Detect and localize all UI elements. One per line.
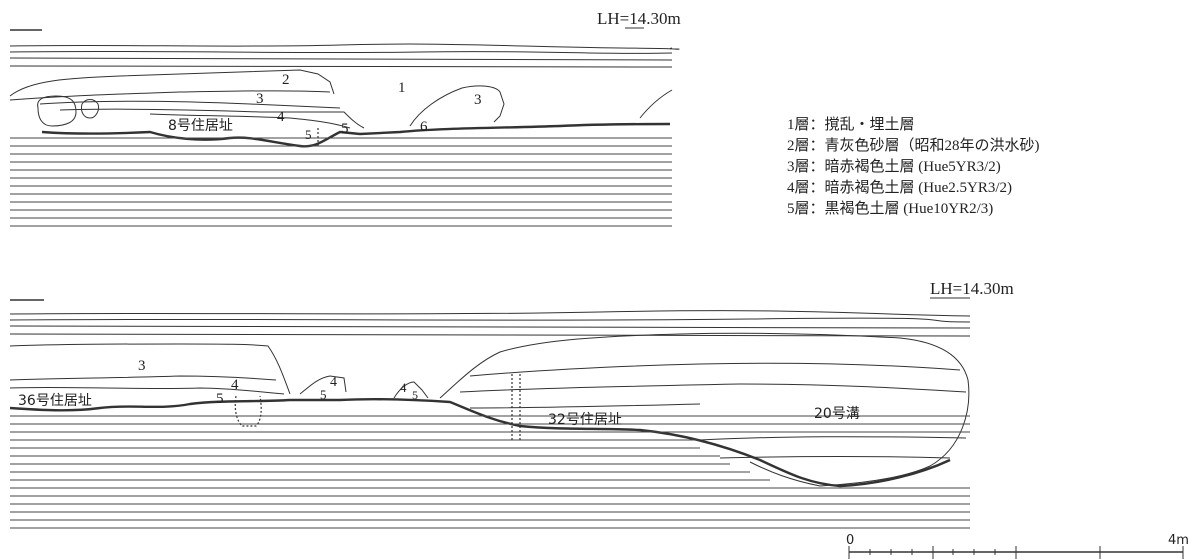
- legend-item: 1層：撹乱・埋土層: [787, 116, 915, 133]
- scale-bar-end-label: 4m: [1168, 533, 1189, 548]
- section-2-layer-boundary: [9, 375, 277, 381]
- section-1-layer-number: 2: [282, 72, 290, 88]
- legend-item: 4層：暗赤褐色土層 (Hue2.5YR3/2): [787, 179, 1012, 196]
- section-2-layer-4-mound: [299, 375, 347, 395]
- section-2-ditch-fill-line: [469, 403, 701, 409]
- section-1-layer-boundary: [59, 108, 365, 129]
- section-2-feature-label: 36号住居址: [18, 393, 92, 409]
- section-2-layer-number: 5: [216, 391, 224, 407]
- section-1-layer-number: 5: [305, 127, 312, 142]
- section-2-layer-3-block: [9, 343, 291, 395]
- section-1-layer-boundary: [149, 113, 351, 129]
- legend-item: 5層：黒褐色土層 (Hue10YR2/3): [787, 200, 993, 217]
- section-2-ditch-outline: [439, 332, 970, 487]
- section-2-feature-label: 32号住居址: [548, 412, 622, 428]
- section-2-ditch-fill-line: [459, 383, 967, 393]
- section-2-layer-number: 4: [231, 377, 239, 393]
- section-1-layer-boundary-right: [639, 89, 673, 119]
- section-1-surface-line: [9, 65, 673, 68]
- layer-legend: 1層：撹乱・埋土層 2層：青灰色砂層（昭和28年の洪水砂) 3層：暗赤褐色土層 …: [787, 116, 1040, 217]
- section-1-layer-boundary: [39, 100, 341, 109]
- section-1-ground-surface: [9, 43, 680, 50]
- section-2-layer-number: 4: [330, 375, 337, 390]
- section-1-surface-line: [9, 50, 673, 54]
- section-2-layer-boundary: [9, 386, 285, 395]
- section-1-layer-3-mound: [409, 85, 505, 127]
- legend-item: 3層：暗赤褐色土層 (Hue5YR3/2): [787, 158, 1001, 175]
- section-2-layer-number: 3: [138, 358, 146, 374]
- section-1-layer-number: 5: [341, 121, 349, 137]
- section-2-layer-number: 4: [400, 380, 407, 395]
- section-1-pit-outline: [37, 95, 77, 127]
- scale-bar-ticks: [848, 546, 1184, 559]
- section-1: LH=14.30m: [9, 9, 681, 227]
- section-2-layer-number: 5: [320, 387, 327, 402]
- section-1-layer-number: 4: [277, 109, 285, 125]
- section-2-surface-line: [9, 333, 971, 337]
- section-2-ditch-fill-line: [699, 436, 967, 441]
- section-2-layer-4-mound: [393, 381, 429, 399]
- section-1-pit-outline: [81, 99, 99, 119]
- section-1-layer-boundary: [9, 69, 335, 97]
- scale-bar-start-label: 0: [846, 533, 854, 548]
- section-1-feature-label: 8号住居址: [168, 118, 233, 134]
- section-2-ground-surface: [9, 310, 971, 317]
- section-2-surface-line: [9, 325, 971, 329]
- section-2-surface-line: [9, 317, 971, 323]
- section-1-datum-label: LH=14.30m: [597, 9, 681, 28]
- section-1-surface-line: [9, 57, 673, 61]
- section-2-layer-number: 5: [412, 388, 418, 402]
- section-2-feature-label: 20号溝: [814, 406, 860, 422]
- section-1-layer-number: 3: [256, 91, 264, 107]
- section-2: LH=14.30m: [9, 279, 1014, 529]
- section-1-substrate-hatching: [10, 137, 672, 227]
- section-1-layer-number: 1: [398, 80, 406, 96]
- section-2-post-hole: [511, 374, 521, 440]
- legend-item: 2層：青灰色砂層（昭和28年の洪水砂): [787, 137, 1040, 154]
- section-1-layer-boundary: [9, 90, 331, 101]
- section-1-floor-line: [41, 122, 671, 148]
- section-1-layer-number: 6: [420, 119, 428, 135]
- section-2-post-hole: [234, 395, 262, 427]
- section-2-datum-label: LH=14.30m: [930, 279, 1014, 298]
- section-2-substrate-hatching: [10, 415, 970, 529]
- section-2-floor-line: [9, 397, 951, 488]
- section-2-ditch-fill-line: [469, 362, 961, 377]
- section-1-layer-number: 3: [474, 92, 482, 108]
- scale-bar: 0 4m: [846, 533, 1189, 559]
